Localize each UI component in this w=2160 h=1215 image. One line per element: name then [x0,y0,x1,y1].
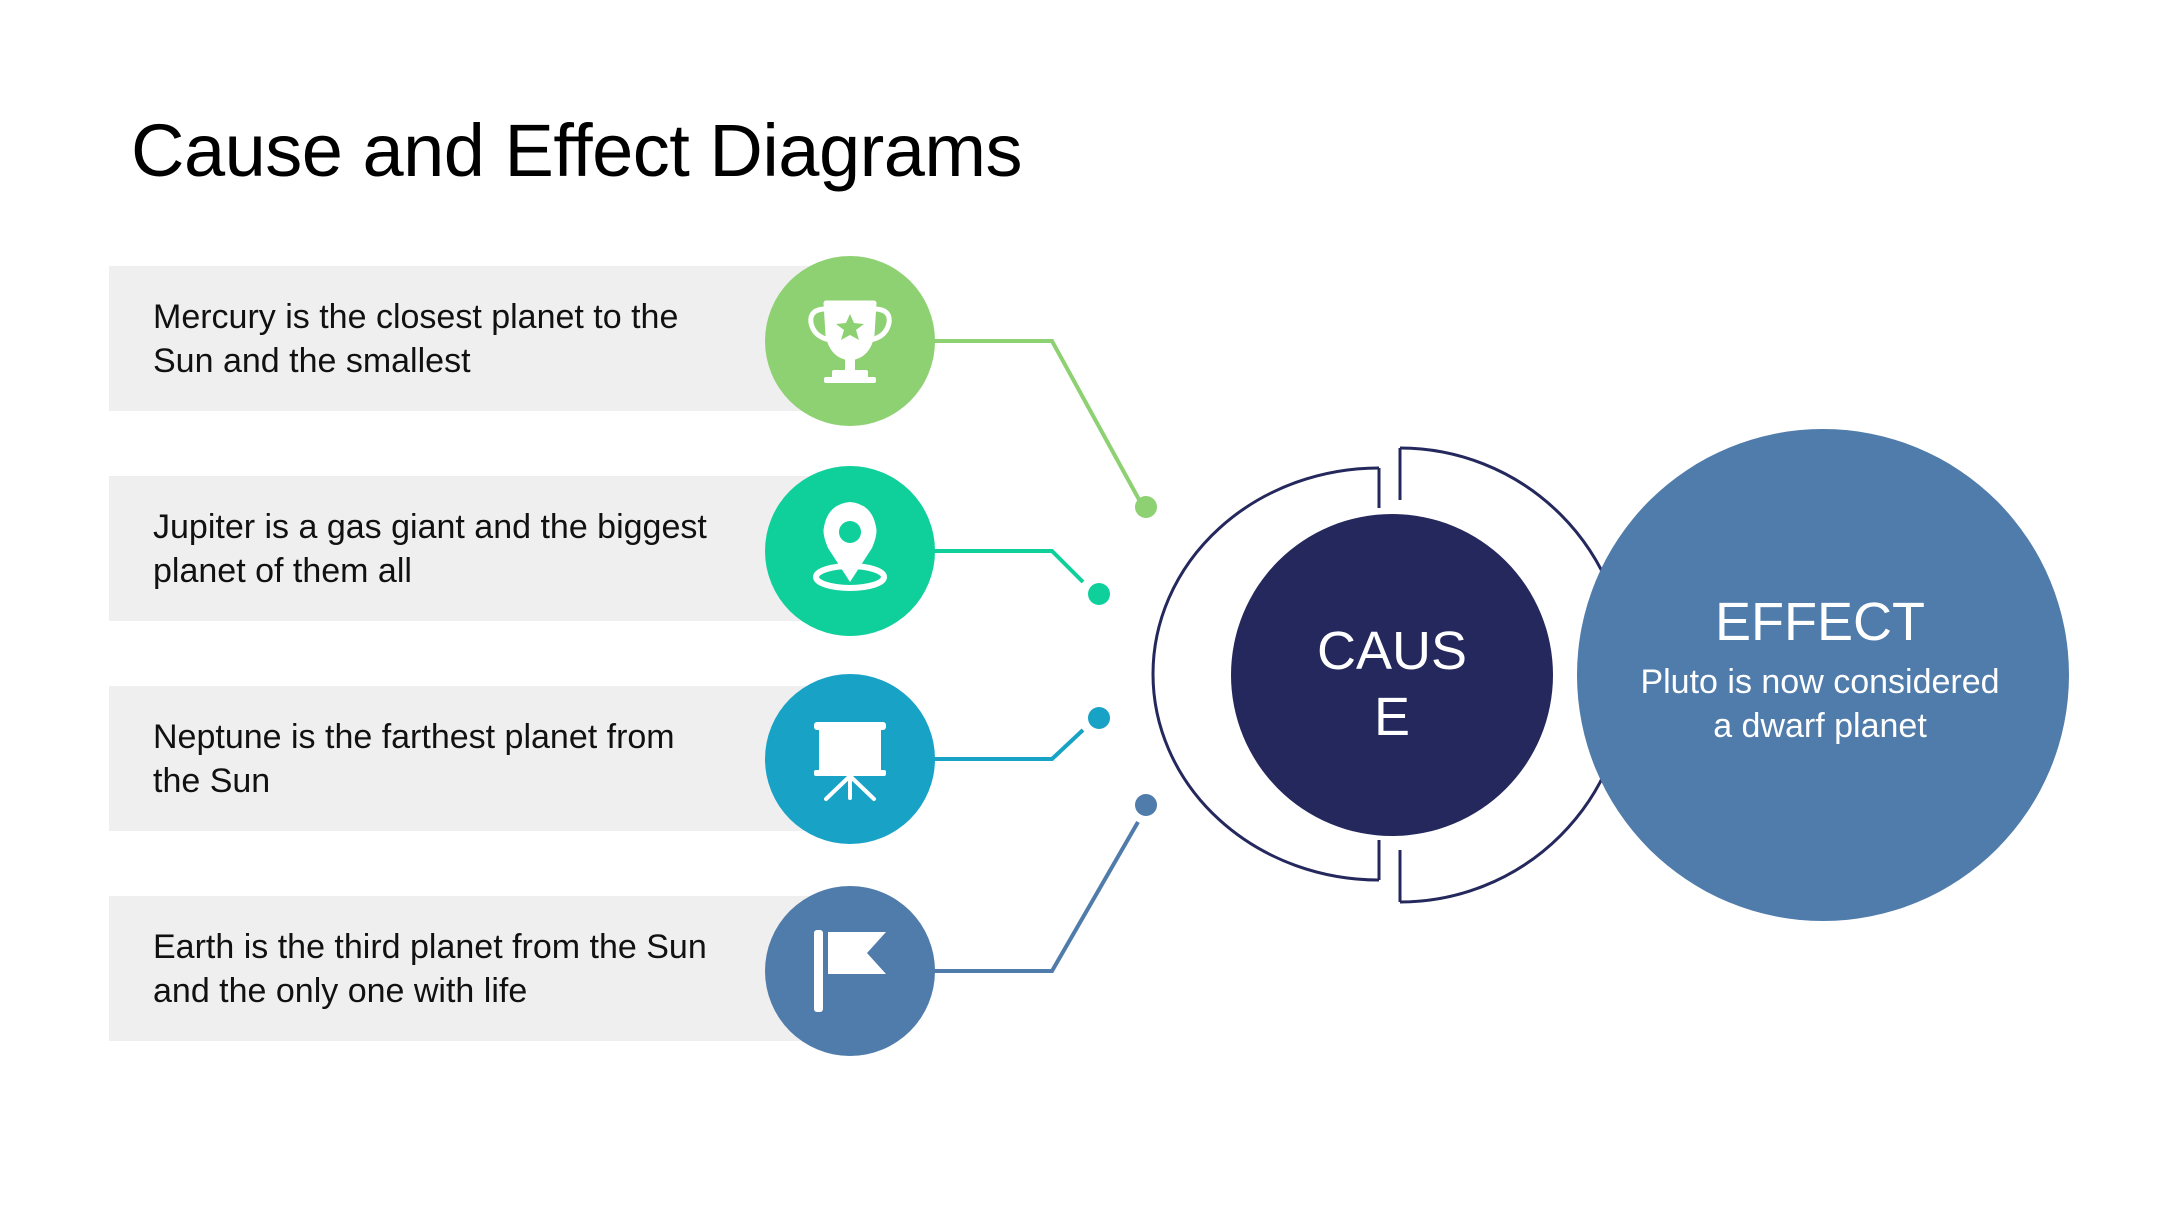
page-title: Cause and Effect Diagrams [131,109,1023,192]
cause-box-3: Neptune is the farthest planet from the … [109,686,869,831]
cause-box-2: Jupiter is a gas giant and the biggest p… [109,476,869,621]
map-pin-icon [813,502,887,591]
connector-line-2 [934,549,1085,584]
effect-block: EFFECT Pluto is now considered a dwarf p… [1590,590,2050,748]
cause-text-4: Earth is the third planet from the Sun a… [153,927,707,1010]
cause-ring-left [1151,466,1380,882]
connector-dot-2 [1088,583,1110,605]
connector-dot-4 [1135,794,1157,816]
connector-dot-1 [1135,496,1157,518]
cause-text-3: Neptune is the farthest planet from the … [153,717,675,800]
connector-line-4 [934,821,1140,973]
cause-box-1: Mercury is the closest planet to the Sun… [109,266,869,411]
effect-circle [1577,429,2069,921]
effect-description: Pluto is now considered a dwarf planet [1640,663,2000,745]
connector-line-1 [934,339,1144,506]
cause-text-1: Mercury is the closest planet to the Sun… [153,297,679,380]
connector-dot-3 [1088,707,1110,729]
connector-line-3 [934,728,1085,761]
trophy-icon [808,300,892,383]
cause-text-2: Jupiter is a gas giant and the biggest p… [153,507,707,590]
flag-icon [814,930,886,1012]
cause-box-4: Earth is the third planet from the Sun a… [109,896,869,1041]
effect-title: EFFECT [1715,592,1925,652]
presentation-board-icon [814,722,886,801]
cause-label: CAUSE [1316,621,1468,747]
cause-circle [1231,514,1553,836]
